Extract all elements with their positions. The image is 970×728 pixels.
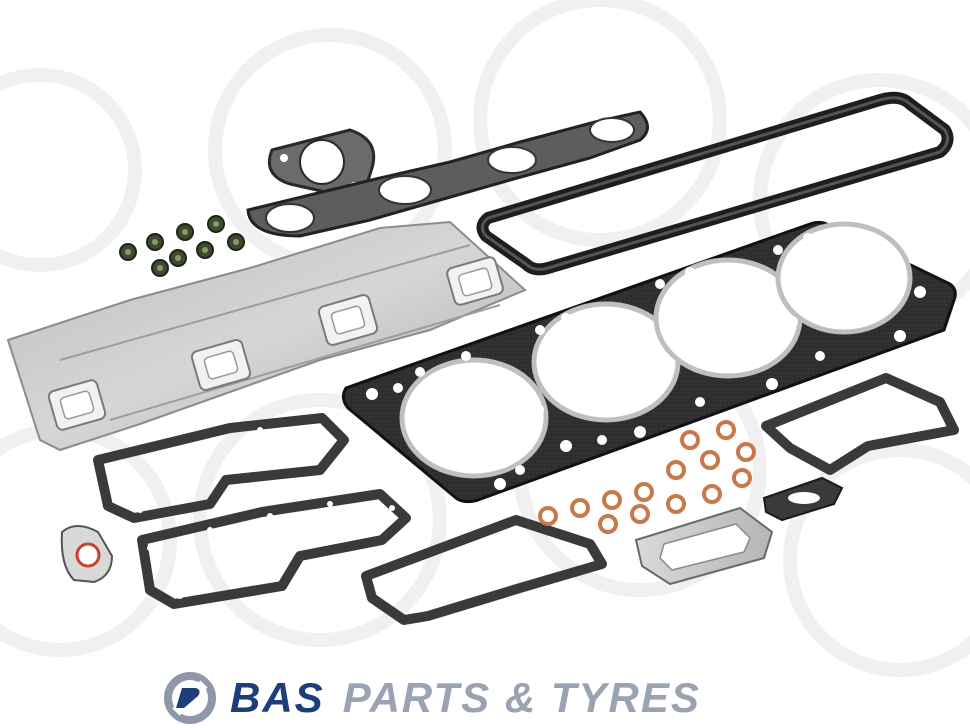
brand-secondary: PARTS & TYRES	[342, 674, 701, 721]
manifold-gasket-top	[246, 110, 649, 238]
brand-primary: BAS	[230, 674, 325, 721]
brand-name: BAS PARTS & TYRES	[230, 677, 701, 719]
valve-stem-seals	[119, 215, 245, 277]
oring-gasket	[60, 525, 114, 584]
brand-logo: BAS PARTS & TYRES	[162, 668, 862, 728]
cover-gasket-bottom	[361, 515, 607, 625]
bas-logo-icon	[164, 672, 216, 724]
turbo-gasket	[634, 506, 774, 586]
copper-rings	[538, 420, 756, 534]
cover-gasket-lower	[137, 489, 411, 609]
valve-cover-gasket	[476, 91, 954, 276]
cylinder-head-gasket	[341, 220, 957, 504]
cover-gasket-right	[761, 373, 959, 475]
small-flange-gasket	[762, 476, 844, 522]
heat-shield-plate	[6, 220, 527, 452]
cover-gasket-left	[93, 413, 349, 523]
